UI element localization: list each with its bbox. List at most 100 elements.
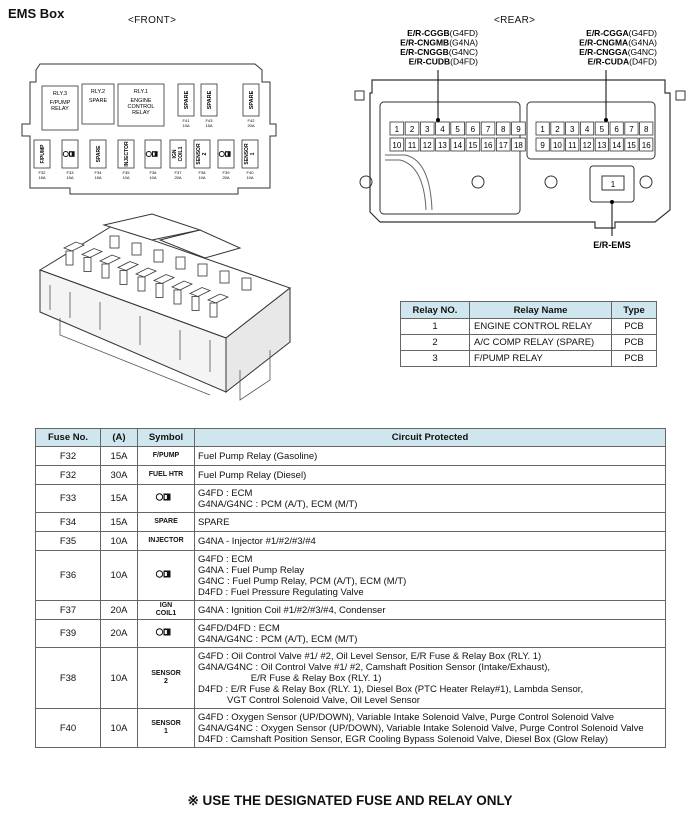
- svg-text:20A: 20A: [222, 175, 229, 180]
- fuse-col-symbol: Symbol: [137, 428, 195, 447]
- ecu-icon: [155, 628, 171, 636]
- connector-pin: 3: [419, 121, 435, 136]
- svg-text:16: 16: [484, 141, 493, 150]
- connector-pin: 1: [389, 121, 405, 136]
- connector-pin: 8: [639, 121, 654, 136]
- svg-text:ENGINE: ENGINE: [130, 98, 151, 104]
- svg-text:10A: 10A: [246, 175, 253, 180]
- svg-text:RLY.3: RLY.3: [53, 91, 67, 97]
- connector-label: E/R-CGGA(G4FD): [586, 28, 657, 38]
- fuse-no: F39: [35, 619, 101, 648]
- table-row: 2 A/C COMP RELAY (SPARE) PCB: [400, 334, 657, 351]
- svg-text:RLY.1: RLY.1: [134, 89, 148, 95]
- svg-text:1: 1: [250, 152, 256, 155]
- connector-pin: 13: [435, 137, 450, 152]
- svg-text:F36: F36: [150, 170, 158, 175]
- ecu-icon: [155, 570, 171, 578]
- circuit-protected: Fuel Pump Relay (Gasoline): [194, 446, 666, 466]
- fuse-no: F40: [35, 708, 101, 748]
- svg-text:SPARE: SPARE: [249, 90, 255, 109]
- ems-pin-number: 1: [611, 180, 616, 189]
- mount-hole: [471, 175, 485, 189]
- designated-fuse-note: ※ USE THE DESIGNATED FUSE AND RELAY ONLY: [187, 793, 513, 808]
- svg-text:SPARE: SPARE: [207, 90, 213, 109]
- circuit-protected: Fuel Pump Relay (Diesel): [194, 465, 666, 485]
- svg-text:F43: F43: [206, 118, 214, 123]
- circuit-line: Fuel Pump Relay (Gasoline): [198, 450, 318, 462]
- svg-text:5: 5: [455, 125, 460, 134]
- front-view-label: <FRONT>: [128, 15, 177, 26]
- svg-text:10A: 10A: [182, 123, 189, 128]
- svg-text:F33: F33: [67, 170, 75, 175]
- table-row: 3 F/PUMP RELAY PCB: [400, 350, 657, 367]
- relay-type: PCB: [611, 318, 657, 335]
- svg-text:4: 4: [585, 125, 590, 134]
- connector-label: E/R-CUDB(D4FD): [409, 57, 479, 67]
- circuit-line: D4FD : E/R Fuse & Relay Box (RLY. 1), Di…: [198, 683, 584, 695]
- rear-view-label: <REAR>: [494, 15, 536, 26]
- circuit-line: G4FD/D4FD : ECM: [198, 622, 280, 634]
- connector-label: E/R-CNGMA(G4NA): [579, 38, 657, 48]
- connector-pin: 18: [511, 137, 526, 152]
- svg-text:9: 9: [540, 141, 545, 150]
- fuse-symbol: F/PUMP: [137, 446, 195, 466]
- circuit-line: G4NA/G4NC : Oil Control Valve #1/ #2, Ca…: [198, 661, 551, 673]
- relay-no: 3: [400, 350, 470, 367]
- relay-no: 1: [400, 318, 470, 335]
- fuse-amp: 10A: [100, 550, 138, 601]
- circuit-line: G4NA : Fuel Pump Relay: [198, 564, 305, 576]
- svg-text:12: 12: [583, 141, 592, 150]
- svg-text:F38: F38: [199, 170, 207, 175]
- connector-pin: 3: [565, 121, 580, 136]
- circuit-line: G4FD : Oxygen Sensor (UP/DOWN), Variable…: [198, 711, 615, 723]
- relay-no: 2: [400, 334, 470, 351]
- circuit-line: G4NC : Fuel Pump Relay, PCM (A/T), ECM (…: [198, 575, 407, 587]
- svg-text:10: 10: [553, 141, 562, 150]
- circuit-protected: G4NA : Ignition Coil #1/#2/#3/#4, Conden…: [194, 600, 666, 620]
- connector-pin: 16: [480, 137, 496, 152]
- svg-text:8: 8: [501, 125, 506, 134]
- svg-text:SENSOR: SENSOR: [244, 143, 250, 165]
- fuse-no: F35: [35, 531, 101, 551]
- svg-text:14: 14: [612, 141, 621, 150]
- connector-pin: 7: [480, 121, 496, 136]
- connector-pin: 1: [535, 121, 550, 136]
- svg-text:SENSOR: SENSOR: [196, 143, 202, 165]
- fuse-amp: 15A: [100, 446, 138, 466]
- svg-text:6: 6: [614, 125, 619, 134]
- connector-pin: 12: [419, 137, 435, 152]
- svg-text:F41: F41: [183, 118, 191, 123]
- fuse-amp: 30A: [100, 465, 138, 485]
- svg-text:INJECTOR: INJECTOR: [124, 141, 130, 167]
- connector-label: E/R-CGGB(G4FD): [407, 28, 478, 38]
- svg-text:RELAY: RELAY: [132, 110, 150, 116]
- fuse-amp: 10A: [100, 531, 138, 551]
- svg-text:F37: F37: [175, 170, 183, 175]
- fuse-col-circuit: Circuit Protected: [194, 428, 666, 447]
- circuit-protected: G4FD : Oil Control Valve #1/ #2, Oil Lev…: [194, 647, 666, 709]
- circuit-line: E/R Fuse & Relay Box (RLY. 1): [198, 672, 382, 684]
- svg-text:14: 14: [453, 141, 462, 150]
- connector-pin: 9: [511, 121, 526, 136]
- circuit-protected: G4NA - Injector #1/#2/#3/#4: [194, 531, 666, 551]
- fuse-symbol: [137, 550, 195, 601]
- connector-pin: 11: [404, 137, 420, 152]
- circuit-protected: G4FD : Oxygen Sensor (UP/DOWN), Variable…: [194, 708, 666, 748]
